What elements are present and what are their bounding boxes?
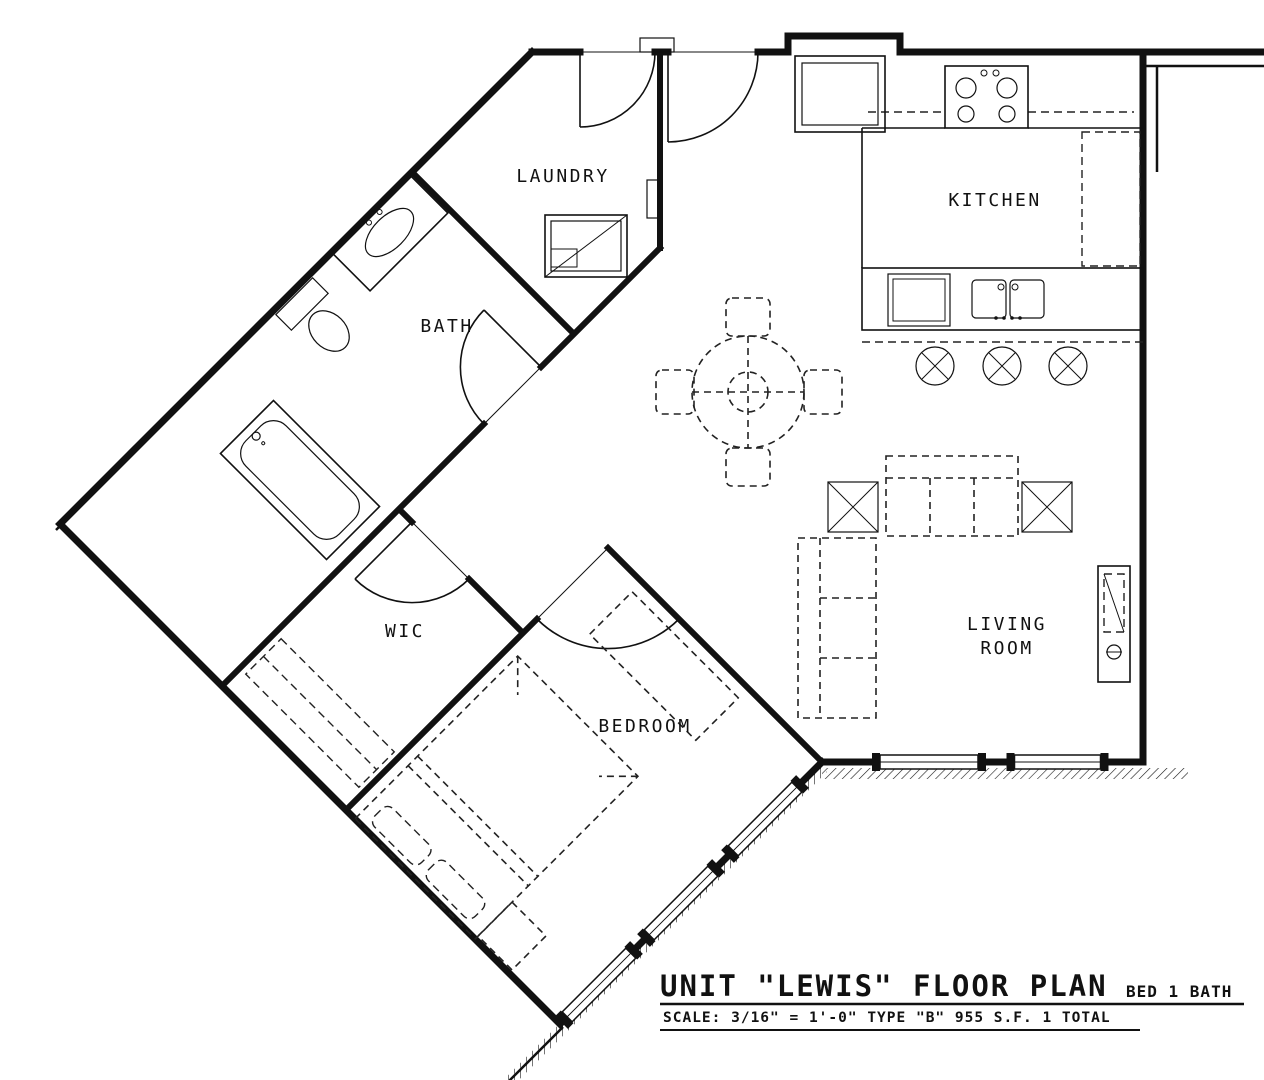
- bed: [353, 654, 640, 941]
- dining-chair: [803, 369, 843, 415]
- laundry-wall-niche: [646, 179, 660, 219]
- dining-set: [655, 297, 843, 487]
- toilet: [274, 276, 350, 352]
- bath-door-swing-arc: [459, 309, 485, 425]
- window: [555, 941, 643, 1029]
- room-label-kitchen: KITCHEN: [948, 190, 1041, 211]
- window: [721, 775, 809, 863]
- closet-door-leaf: [354, 521, 413, 580]
- nightstand: [476, 900, 548, 972]
- tv-console: [1097, 565, 1131, 683]
- doors: [354, 51, 759, 650]
- upper-cabinet-dashed-right: [1081, 131, 1141, 267]
- closet-rod-shelf: [244, 637, 396, 789]
- laundry-door-swing-arc: [579, 51, 656, 128]
- room-label-bath: BATH: [420, 316, 473, 337]
- door-thresholds: [411, 51, 758, 620]
- end-table: [1021, 481, 1073, 533]
- plan-title-bed-bath: BED 1 BATH: [1126, 982, 1232, 1001]
- washer-dryer: [544, 214, 628, 278]
- vanity-sink: [330, 173, 449, 292]
- pillow: [425, 859, 486, 920]
- plan-scale-line: SCALE: 3/16" = 1'-0" TYPE "B" 955 S.F. 1…: [663, 1010, 1111, 1026]
- laundry-fixtures: [544, 179, 660, 278]
- refrigerator: [794, 55, 886, 133]
- window: [872, 753, 986, 771]
- neighbor-wall-lines: [55, 64, 1264, 1080]
- closet-door-swing-arc: [354, 578, 470, 604]
- exterior-hatching: [493, 764, 1188, 1080]
- living-room-furniture: [797, 455, 1131, 719]
- plan-title: UNIT "LEWIS" FLOOR PLAN: [660, 969, 1108, 1003]
- window: [637, 859, 725, 947]
- room-label-living-2: ROOM: [980, 638, 1033, 659]
- kitchen-peninsula: [861, 267, 1144, 343]
- dishwasher: [887, 273, 951, 327]
- room-labels: LAUNDRY KITCHEN BATH WIC BEDROOM LIVING …: [385, 166, 1047, 737]
- stove: [944, 65, 1029, 129]
- kitchen-sink: [971, 279, 1045, 320]
- title-block: UNIT "LEWIS" FLOOR PLAN BED 1 BATH SCALE…: [660, 969, 1244, 1031]
- dining-chair: [725, 447, 771, 487]
- dining-chair: [655, 369, 695, 415]
- room-label-wic: WIC: [385, 621, 425, 642]
- entry-door-swing-arc: [667, 51, 759, 143]
- window: [1006, 753, 1109, 771]
- bedroom-furniture: [353, 590, 740, 972]
- end-table: [827, 481, 879, 533]
- dresser: [588, 590, 740, 742]
- room-label-bedroom: BEDROOM: [598, 716, 691, 737]
- bathtub: [219, 399, 381, 561]
- bar-stools: [915, 346, 1088, 386]
- room-label-laundry: LAUNDRY: [516, 166, 609, 187]
- kitchen-fixtures: [794, 55, 1144, 386]
- entry-pier: [639, 37, 675, 53]
- windows: [555, 753, 1109, 1029]
- kitchen-counter-edge: [861, 127, 1143, 268]
- room-label-living-1: LIVING: [967, 614, 1047, 635]
- bath-fixtures: [219, 173, 449, 561]
- pillow: [371, 805, 432, 866]
- dining-chair: [725, 297, 771, 337]
- bedroom-door-swing-arc: [536, 618, 680, 650]
- bedroom-door-leaf: [607, 547, 680, 620]
- interior-walls: [217, 49, 827, 815]
- sectional-sofa: [797, 455, 1019, 719]
- bath-door-leaf: [483, 309, 542, 368]
